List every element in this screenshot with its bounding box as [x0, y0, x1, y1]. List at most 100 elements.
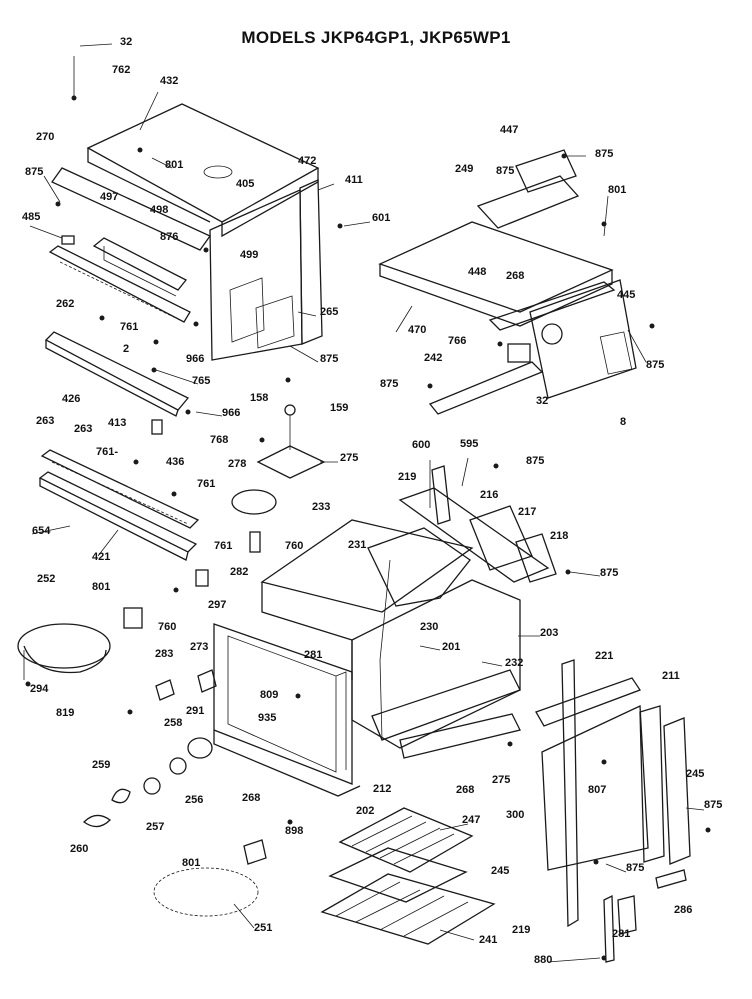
- label-472: 472: [298, 155, 316, 167]
- callout-labels: 3276243227080140547241187549749848587649…: [22, 36, 722, 966]
- control-panel-brackets: [48, 167, 211, 323]
- broil-element-brackets: [231, 404, 326, 553]
- label-413: 413: [108, 417, 126, 429]
- label-801-b: 801: [92, 581, 110, 593]
- label-245-b: 245: [686, 768, 704, 780]
- label-935: 935: [258, 712, 276, 724]
- label-436: 436: [166, 456, 184, 468]
- label-807: 807: [588, 784, 606, 796]
- label-498: 498: [150, 204, 168, 216]
- label-760-b: 760: [158, 621, 176, 633]
- label-432: 432: [160, 75, 178, 87]
- outer-case-top-panel: [86, 103, 323, 361]
- label-275-b: 275: [492, 774, 510, 786]
- label-262: 262: [56, 298, 74, 310]
- label-159: 159: [330, 402, 348, 414]
- leader-lines: [29, 43, 705, 963]
- top-right-ducts: [378, 149, 637, 415]
- label-898: 898: [285, 825, 303, 837]
- label-278: 278: [228, 458, 246, 470]
- label-426: 426: [62, 393, 80, 405]
- label-242: 242: [424, 352, 442, 364]
- label-765: 765: [192, 375, 210, 387]
- label-485: 485: [22, 211, 40, 223]
- label-258: 258: [164, 717, 182, 729]
- label-411: 411: [345, 174, 363, 186]
- label-294: 294: [30, 683, 49, 695]
- label-761-b: 761-: [96, 446, 118, 458]
- label-875-c: 875: [526, 455, 544, 467]
- label-252: 252: [37, 573, 55, 585]
- label-291: 291: [186, 705, 204, 717]
- control-trim-bars: [38, 331, 200, 561]
- label-499: 499: [240, 249, 258, 261]
- label-202: 202: [356, 805, 374, 817]
- label-245-a: 245: [491, 865, 509, 877]
- label-447: 447: [500, 124, 518, 136]
- label-875-h: 875: [380, 378, 398, 390]
- label-283: 283: [155, 648, 173, 660]
- label-966-a: 966: [186, 353, 204, 365]
- label-875-e: 875: [595, 148, 613, 160]
- label-32-top: 32: [120, 36, 132, 48]
- label-221: 221: [595, 650, 613, 662]
- label-219-b: 219: [512, 924, 530, 936]
- label-260: 260: [70, 843, 88, 855]
- label-875-a: 875: [25, 166, 43, 178]
- label-761-d: 761: [214, 540, 232, 552]
- label-251: 251: [254, 922, 272, 934]
- label-875-b: 875: [320, 353, 338, 365]
- label-263-b: 263: [74, 423, 92, 435]
- label-875-g: 875: [646, 359, 664, 371]
- label-275-a: 275: [340, 452, 358, 464]
- label-297: 297: [208, 599, 226, 611]
- label-880: 880: [534, 954, 552, 966]
- label-875-i: 875: [704, 799, 722, 811]
- label-421: 421: [92, 551, 110, 563]
- side-frame-assembly: [398, 457, 557, 583]
- label-761-c: 761: [197, 478, 215, 490]
- label-32-bottom: 32: [536, 395, 548, 407]
- label-256: 256: [185, 794, 203, 806]
- label-281-a: 281: [304, 649, 322, 661]
- oven-racks-and-pans: [153, 807, 496, 945]
- label-233: 233: [312, 501, 330, 513]
- label-218: 218: [550, 530, 568, 542]
- label-601: 601: [372, 212, 390, 224]
- label-600: 600: [412, 439, 430, 451]
- label-768: 768: [210, 434, 228, 446]
- label-595: 595: [460, 438, 478, 450]
- label-497: 497: [100, 191, 118, 203]
- label-761-a: 761: [120, 321, 138, 333]
- diagram-title: MODELS JKP64GP1, JKP65WP1: [241, 28, 511, 47]
- label-268-c: 268: [506, 270, 524, 282]
- label-470: 470: [408, 324, 426, 336]
- label-875-d: 875: [600, 567, 618, 579]
- label-282: 282: [230, 566, 248, 578]
- label-231: 231: [348, 539, 366, 551]
- label-448: 448: [468, 266, 486, 278]
- label-270: 270: [36, 131, 54, 143]
- label-762: 762: [112, 64, 130, 76]
- label-232: 232: [505, 657, 523, 669]
- label-809: 809: [260, 689, 278, 701]
- label-259: 259: [92, 759, 110, 771]
- label-268-a: 268: [242, 792, 260, 804]
- label-211: 211: [662, 670, 680, 682]
- label-268-b: 268: [456, 784, 474, 796]
- label-158: 158: [250, 392, 268, 404]
- side-panels-right: [535, 659, 691, 963]
- label-249: 249: [455, 163, 473, 175]
- label-2: 2: [123, 343, 129, 355]
- label-241: 241: [479, 934, 497, 946]
- label-819: 819: [56, 707, 74, 719]
- label-300: 300: [506, 809, 524, 821]
- label-247: 247: [462, 814, 480, 826]
- label-201: 201: [442, 641, 460, 653]
- label-265: 265: [320, 306, 338, 318]
- label-801-c: 801: [182, 857, 200, 869]
- label-273: 273: [190, 641, 208, 653]
- small-hardware-parts: [17, 569, 217, 828]
- label-801-d: 801: [608, 184, 626, 196]
